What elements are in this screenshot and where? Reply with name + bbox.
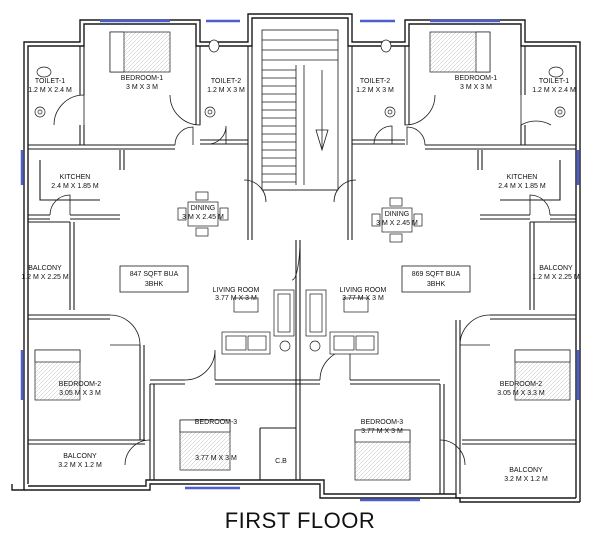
balcony-mid-right-name: BALCONY [539, 265, 573, 272]
unit-left-area: 847 SQFT BUA [130, 271, 179, 278]
bedroom1-right-name: BEDROOM-1 [455, 75, 498, 82]
kitchen-left-name: KITCHEN [60, 174, 91, 181]
interior-walls [28, 46, 576, 494]
dining-left-name: DINING [191, 205, 216, 212]
toilet2-left-name: TOILET-2 [211, 78, 241, 85]
door-swings [49, 94, 552, 466]
outer-walls [11, 13, 581, 503]
living-left-name: LIVING ROOM [213, 287, 260, 294]
toilet1-left-name: TOILET-1 [35, 78, 65, 85]
bedroom2-left-dim: 3.05 M X 3 M [59, 390, 101, 397]
balcony-mid-right-dim: 1.2 M X 2.25 M [532, 274, 580, 281]
unit-right-area: 869 SQFT BUA [412, 271, 461, 278]
kitchen-right-dim: 2.4 M X 1.85 M [498, 183, 546, 190]
bedroom1-left-dim: 3 M X 3 M [126, 84, 158, 91]
toilet2-right-name: TOILET-2 [360, 78, 390, 85]
toilet1-right-dim: 1.2 M X 2.4 M [532, 87, 576, 94]
dining-sets [177, 191, 423, 243]
toilet2-right-dim: 1.2 M X 3 M [356, 87, 394, 94]
sofa-sets [221, 289, 379, 355]
kitchen-left-dim: 2.4 M X 1.85 M [51, 183, 99, 190]
dining-right-name: DINING [385, 211, 410, 218]
bedroom3-left-dim: 3.77 M X 3 M [195, 455, 237, 462]
bedroom3-right-dim: 3.77 M X 3 M [361, 428, 403, 435]
unit-left-type: 3BHK [145, 281, 164, 288]
staircase [261, 29, 339, 191]
balcony-bottom-left-dim: 3.2 M X 1.2 M [58, 462, 102, 469]
toilet1-left-dim: 1.2 M X 2.4 M [28, 87, 72, 94]
toilet-fixtures [34, 39, 566, 118]
unit-right-type: 3BHK [427, 281, 446, 288]
drawing-title: FIRST FLOOR [224, 508, 376, 533]
beds [34, 31, 571, 481]
balcony-bottom-left-name: BALCONY [63, 453, 97, 460]
bedroom1-right-dim: 3 M X 3 M [460, 84, 492, 91]
bedroom3-left-name: BEDROOM-3 [195, 419, 238, 426]
toilet2-left-dim: 1.2 M X 3 M [207, 87, 245, 94]
toilet1-right-name: TOILET-1 [539, 78, 569, 85]
unit-area-boxes [119, 265, 471, 293]
dining-right-dim: 3 M X 2.45 M [376, 220, 418, 227]
bedroom2-left-name: BEDROOM-2 [59, 381, 102, 388]
balcony-mid-left-dim: 1.2 M X 2.25 M [21, 274, 69, 281]
balcony-bottom-right-dim: 3.2 M X 1.2 M [504, 476, 548, 483]
bedroom2-right-name: BEDROOM-2 [500, 381, 543, 388]
bedroom1-left-name: BEDROOM-1 [121, 75, 164, 82]
window-marks [20, 19, 580, 502]
kitchen-right-name: KITCHEN [507, 174, 538, 181]
dining-left-dim: 3 M X 2.45 M [182, 214, 224, 221]
bedroom3-right-name: BEDROOM-3 [361, 419, 404, 426]
bedroom2-right-dim: 3.05 M X 3.3 M [497, 390, 545, 397]
cb-label: C.B [275, 458, 287, 465]
balcony-mid-left-name: BALCONY [28, 265, 62, 272]
balcony-bottom-right-name: BALCONY [509, 467, 543, 474]
living-right-dim: 3.77 M X 3 M [342, 295, 384, 302]
living-right-name: LIVING ROOM [340, 287, 387, 294]
living-left-dim: 3.77 M X 3 M [215, 295, 257, 302]
